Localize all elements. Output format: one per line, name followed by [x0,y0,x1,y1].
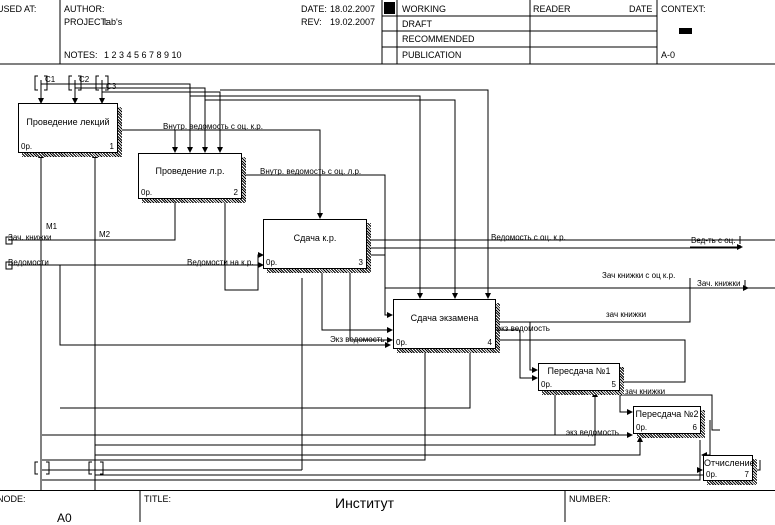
box-cost: 0р. [21,142,33,151]
activity-box-1[interactable]: Проведение лекций 0р. 1 [18,103,118,153]
arrow-c-box4-b [205,99,458,299]
diagram-title: Институт [335,495,395,511]
tunnel-c3 [95,75,109,91]
context-box-icon [679,28,692,34]
arrow-vnutr-kr [117,129,178,153]
header-frame: USED AT: AUTHOR: PROJECT: lab's NOTES: 1… [0,0,775,65]
box-number: 6 [692,423,697,432]
arrow-label-vnutr-lr: Внутр. ведомость с оц. л.р. [260,167,362,176]
footer-lines [139,491,566,522]
box-cost: 0р. [636,423,648,432]
box-cost: 0р. [706,470,718,479]
activity-box-3[interactable]: Сдача к.р. 0р. 3 [263,219,367,269]
reader-date-label: DATE [629,4,653,14]
arrow-c-box4-a [190,95,423,299]
arrow-label-vnutr-kr: Внутр. ведомость с оц. к.р. [163,122,263,131]
box-cost: 0р. [396,338,408,347]
arrow-vnutr-lr [242,174,393,318]
arrow-label-ved-out: Вед-ть с оц. [691,236,736,245]
arrow-label-c1: C1 [45,75,56,84]
arrow-vnutr-kr-b [117,129,323,219]
date-label: DATE: [301,4,327,14]
tunnel-bottom-1 [34,461,50,475]
arrow-label-c3: C3 [106,82,117,91]
tunnel-c2 [68,75,82,91]
box-title: Сдача экзамена [410,313,479,323]
arrow-label-ved-oc-kr: Ведомость с оц. к.р. [491,233,566,242]
notes-value: 1 2 3 4 5 6 7 8 9 10 [104,50,182,60]
status-publication: PUBLICATION [402,50,462,60]
box-number: 2 [233,188,238,197]
arrow-zach-in [8,196,178,241]
header-lines [0,0,775,65]
arrow-label-m1: M1 [46,222,58,231]
project-value: lab's [104,17,123,27]
project-label: PROJECT: [64,17,108,27]
box-title: Сдача к.р. [293,233,337,243]
arrow-label-c2: C2 [79,75,90,84]
box-title: Проведение л.р. [155,166,225,176]
box-cost: 0р. [541,380,553,389]
arrow-c-box4-c [220,89,491,299]
arrow-zach-1 [496,278,691,323]
rev-label: REV: [301,17,322,27]
status-working: WORKING [402,4,446,14]
activity-box-4[interactable]: Сдача экзамена 0р. 4 [393,299,496,349]
author-label: AUTHOR: [64,4,105,14]
arrow-ved-to-box4 [59,265,391,348]
arrow-label-vedomosti-in: Ведомости [8,258,49,267]
box-title: Проведение лекций [26,117,110,127]
arrow-label-zach-2: зач книжки [625,387,666,396]
rev-value: 19.02.2007 [330,17,376,27]
arrow-label-ekz-1: экз ведомость [497,324,550,333]
arrow-c1-b [41,83,193,153]
status-recommended: RECOMMENDED [402,34,475,44]
arrow-c2-b [75,87,208,153]
arrow-label-ved-na-kr: Ведомости на к.р. [187,258,254,267]
arrow-c3-b [102,91,223,153]
footer-frame: NODE: A0 TITLE: Институт NUMBER: [0,490,775,525]
activity-box-5[interactable]: Пересдача №1 0р. 5 [538,363,620,391]
date-value: 18.02.2007 [330,4,376,14]
box-number: 5 [611,380,616,389]
box-title: Отчисление [704,458,755,468]
box-cost: 0р. [141,188,153,197]
node-value: A0 [57,511,72,525]
box-number: 7 [744,470,749,479]
arrow-label-zach-in: Зач. книжки [8,233,52,242]
notes-label: NOTES: [64,50,98,60]
tunnel-bottom-2 [88,461,104,475]
tunnel-c1 [34,75,48,91]
activity-box-6[interactable]: Пересдача №2 0р. 6 [633,406,701,434]
activity-box-7[interactable]: Отчисление 0р. 7 [703,455,755,481]
context-label: CONTEXT: [661,4,706,14]
reader-label: READER [533,4,571,14]
arrow-label-ekz-2: Экз ведомость [330,335,385,344]
arrow-ved-out [370,245,741,249]
status-draft: DRAFT [402,19,432,29]
used-at-label: USED AT: [0,4,37,14]
arrow-label-m2: M2 [99,230,111,239]
box-number: 3 [358,258,363,267]
number-label: NUMBER: [569,494,611,504]
box-number: 1 [109,142,114,151]
title-label: TITLE: [144,494,172,504]
arrow-label-zach-out: Зач. книжки [697,279,741,288]
box-cost: 0р. [266,258,278,267]
arrow-label-zach-1: зач книжки [606,310,647,319]
context-node: A-0 [661,50,676,60]
arrow-label-zach-s-oc: Зач книжки с оц к.р. [602,271,676,280]
activity-box-2[interactable]: Проведение л.р. 0р. 2 [138,153,242,199]
arrow-label-ekz-3: экз ведомость [566,428,619,437]
arrow-ekz-ved [496,329,538,381]
box-title: Пересдача №1 [547,366,611,376]
box-number: 4 [487,338,492,347]
node-label: NODE: [0,494,26,504]
box-title: Пересдача №2 [635,409,699,419]
